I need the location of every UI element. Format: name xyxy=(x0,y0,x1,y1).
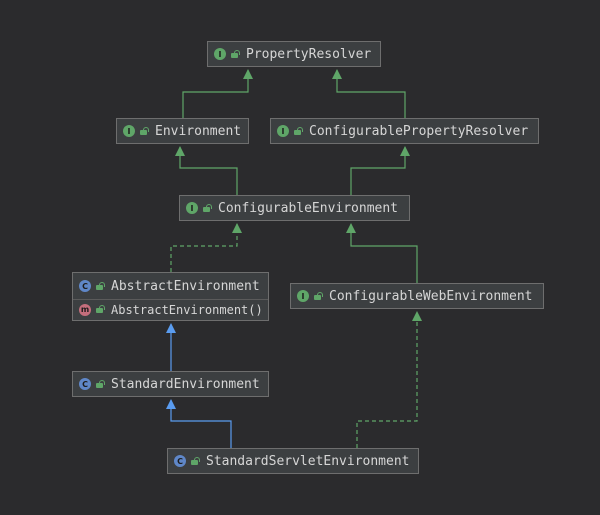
arrowhead-configurable-property-resolver-to-property-resolver xyxy=(332,69,342,79)
edge-standard-servlet-environment-to-configurable-web-environment xyxy=(356,312,418,448)
arrowhead-standard-servlet-environment-to-configurable-web-environment xyxy=(412,311,422,321)
node-property-resolver[interactable]: I PropertyResolver xyxy=(207,41,381,67)
edge-configurable-environment-to-configurable-property-resolver xyxy=(350,147,406,195)
edge-standard-servlet-environment-to-standard-environment xyxy=(170,400,232,448)
arrowhead-configurable-web-environment-to-configurable-environment xyxy=(346,223,356,233)
member-label: AbstractEnvironment() xyxy=(111,302,263,317)
arrowhead-configurable-environment-to-configurable-property-resolver xyxy=(400,146,410,156)
interface-icon: I xyxy=(186,202,198,214)
arrowhead-standard-environment-to-abstract-environment xyxy=(166,323,176,333)
node-configurable-property-resolver[interactable]: I ConfigurablePropertyResolver xyxy=(270,118,539,144)
public-visibility-icon xyxy=(95,379,105,389)
class-icon: C xyxy=(174,455,186,467)
public-visibility-icon xyxy=(95,305,105,314)
node-configurable-environment[interactable]: I ConfigurableEnvironment xyxy=(179,195,410,221)
public-visibility-icon xyxy=(293,126,303,136)
node-environment[interactable]: I Environment xyxy=(116,118,249,144)
public-visibility-icon xyxy=(230,49,240,59)
edge-environment-to-property-resolver xyxy=(182,70,249,118)
edge-abstract-environment-to-configurable-environment xyxy=(170,224,238,272)
node-standard-servlet-environment[interactable]: C StandardServletEnvironment xyxy=(167,448,419,474)
arrowhead-standard-servlet-environment-to-standard-environment xyxy=(166,399,176,409)
interface-icon: I xyxy=(123,125,135,137)
class-icon: C xyxy=(79,280,91,292)
method-icon: m xyxy=(79,303,91,316)
node-label: AbstractEnvironment xyxy=(111,278,260,294)
public-visibility-icon xyxy=(95,281,105,291)
node-label: PropertyResolver xyxy=(246,46,372,62)
interface-icon: I xyxy=(277,125,289,137)
node-configurable-web-environment[interactable]: I ConfigurableWebEnvironment xyxy=(290,283,544,309)
node-abstract-environment[interactable]: C AbstractEnvironment m AbstractEnvironm… xyxy=(72,272,269,321)
node-label: Environment xyxy=(155,123,242,139)
node-label: StandardServletEnvironment xyxy=(206,453,410,469)
edge-configurable-web-environment-to-configurable-environment xyxy=(350,224,418,283)
node-label: ConfigurablePropertyResolver xyxy=(309,123,529,139)
node-label: ConfigurableWebEnvironment xyxy=(329,288,533,304)
arrowhead-environment-to-property-resolver xyxy=(243,69,253,79)
interface-icon: I xyxy=(214,48,226,60)
constructor-member[interactable]: m AbstractEnvironment() xyxy=(73,299,268,319)
node-label: ConfigurableEnvironment xyxy=(218,200,399,216)
interface-icon: I xyxy=(297,290,309,302)
public-visibility-icon xyxy=(202,203,212,213)
arrowhead-abstract-environment-to-configurable-environment xyxy=(232,223,242,233)
node-standard-environment[interactable]: C StandardEnvironment xyxy=(72,371,269,397)
edge-configurable-environment-to-environment xyxy=(179,147,238,195)
arrowhead-configurable-environment-to-environment xyxy=(175,146,185,156)
public-visibility-icon xyxy=(190,456,200,466)
edge-configurable-property-resolver-to-property-resolver xyxy=(336,70,406,118)
public-visibility-icon xyxy=(313,291,323,301)
public-visibility-icon xyxy=(139,126,149,136)
class-icon: C xyxy=(79,378,91,390)
node-label: StandardEnvironment xyxy=(111,376,260,392)
